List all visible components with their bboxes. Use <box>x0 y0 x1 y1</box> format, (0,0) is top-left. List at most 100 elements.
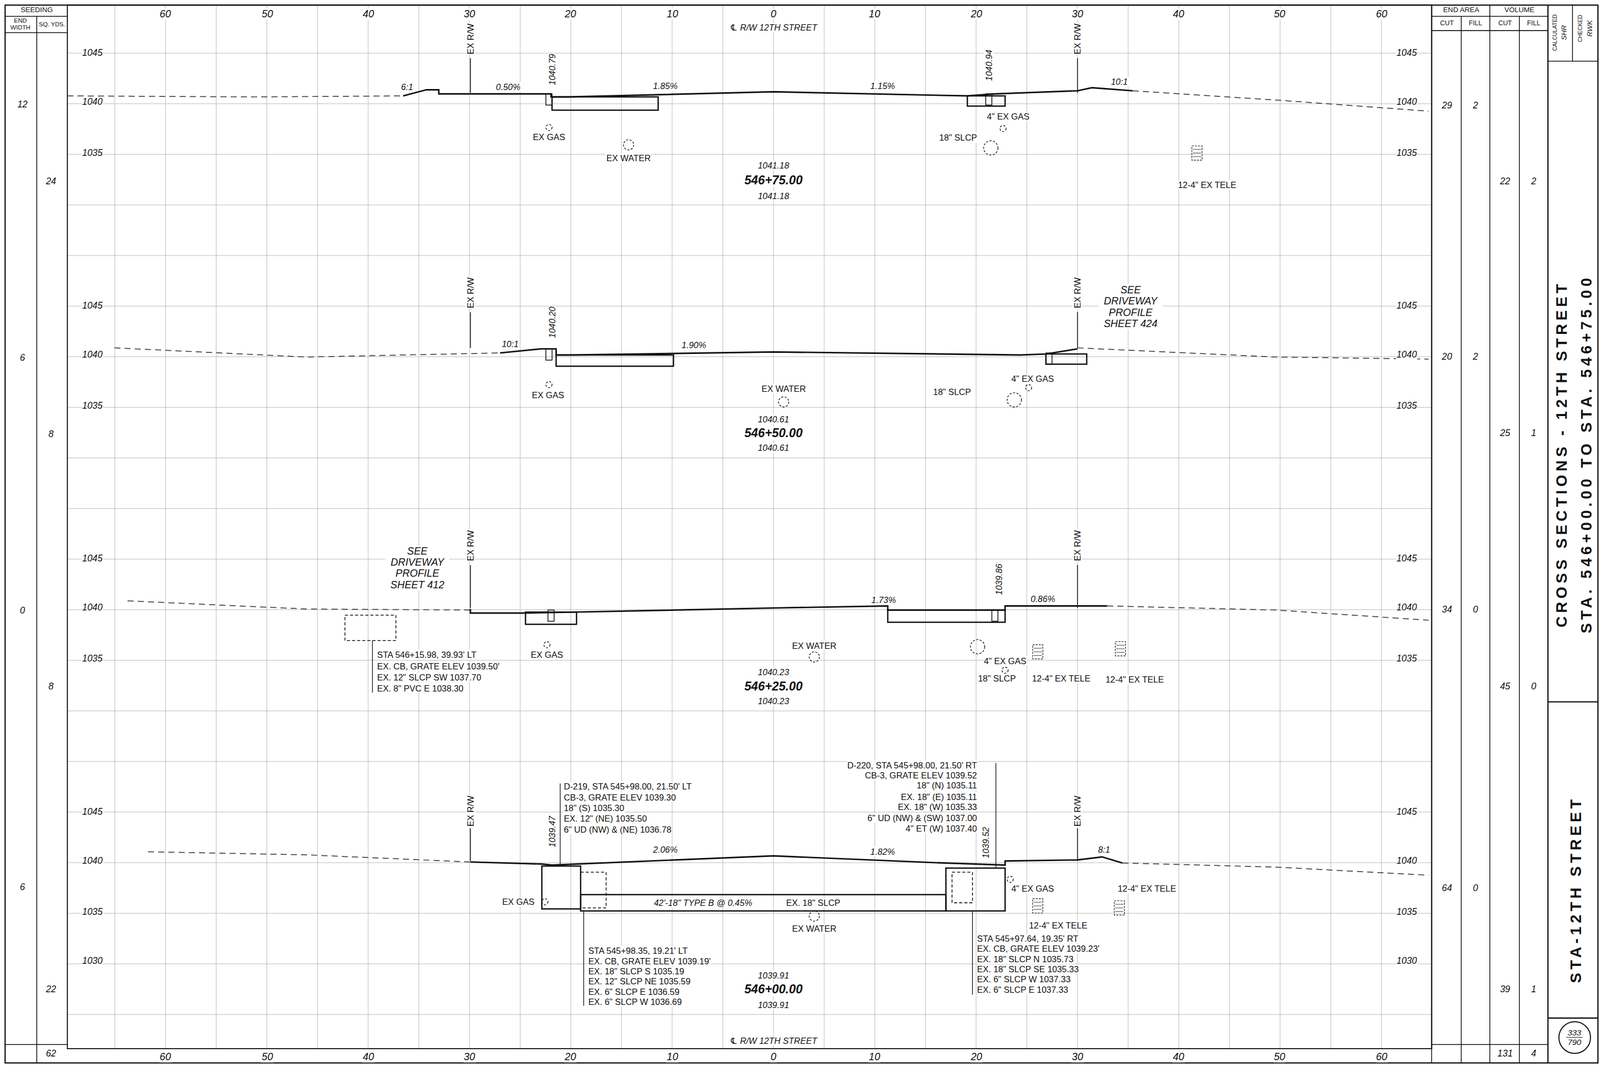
elevation-label: 1040 <box>1396 349 1418 360</box>
grade-label: 1.73% <box>870 595 897 605</box>
table-header: SEEDING <box>20 6 54 15</box>
rule-line <box>1431 1044 1548 1046</box>
utility-label: 4" EX GAS <box>1010 884 1055 894</box>
curb-structure <box>552 96 659 111</box>
note-text: EX. 6" SLCP W 1037.33 <box>976 974 1072 985</box>
tele-duct-line <box>1115 911 1124 912</box>
title-field: CHECKED <box>1577 14 1584 43</box>
grid-line <box>67 204 1432 206</box>
leader-line <box>972 911 973 996</box>
grid-line <box>67 558 1432 560</box>
tele-duct-symbol <box>1191 145 1202 161</box>
right-of-way-tick <box>1077 828 1079 862</box>
right-of-way-label: EX R/W <box>1072 795 1083 828</box>
note-text: EX. 18" (E) 1035.11 <box>900 792 978 802</box>
axis-offset: 10 <box>666 8 680 20</box>
table-value: 12 <box>16 100 28 111</box>
axis-offset: 10 <box>666 1051 680 1063</box>
grid-line <box>1229 5 1230 1049</box>
utility-label: EX GAS <box>501 897 535 907</box>
elevation-label: 1041.18 <box>757 191 790 201</box>
tele-duct-line <box>1033 651 1042 653</box>
tele-duct-line <box>1192 156 1201 157</box>
right-of-way-tick <box>1077 57 1079 93</box>
curb-structure <box>525 612 577 625</box>
table-value: 6 <box>19 352 26 363</box>
note-text: D-220, STA 545+98.00, 21.50' RT <box>846 760 978 771</box>
utility-label: 4" EX GAS <box>983 656 1027 666</box>
rule-line <box>1547 60 1598 62</box>
grid-line <box>67 356 1432 358</box>
rule-line <box>5 15 68 17</box>
elevation-label: 1039.52 <box>980 826 991 859</box>
tele-duct-line <box>1115 904 1124 906</box>
slope-label: 10:1 <box>1110 76 1129 87</box>
table-header: FILL <box>1526 20 1541 28</box>
table-value: 2 <box>1530 176 1537 187</box>
utility-label: EX WATER <box>760 384 807 394</box>
elevation-label: 1035 <box>1396 907 1418 918</box>
rule-line <box>1460 16 1462 1064</box>
underdrain-symbol <box>545 93 553 105</box>
utility-label: 12-4" EX TELE <box>1031 673 1092 684</box>
grid-line <box>67 407 1432 408</box>
utility-label: 4" EX GAS <box>1010 374 1055 384</box>
grid-line <box>67 154 1432 155</box>
grid-line <box>67 761 1432 762</box>
table-value: 34 <box>1441 605 1453 616</box>
existing-ground <box>1132 90 1429 112</box>
axis-offset: 40 <box>361 1051 375 1063</box>
right-of-way-tick <box>469 312 471 349</box>
existing-ground <box>127 601 471 611</box>
elevation-label: 1040 <box>1396 603 1418 614</box>
note-text: EX. 6" SLCP E 1037.33 <box>976 985 1069 995</box>
sheet-frame <box>5 5 1598 1064</box>
elevation-label: 1040 <box>81 349 104 360</box>
elevation-label: 1045 <box>1396 807 1418 818</box>
note-text: EX. CB, GRATE ELEV 1039.23' <box>976 944 1101 954</box>
existing-ground <box>1077 347 1429 359</box>
grid-line <box>570 5 572 1049</box>
proposed-surface <box>470 856 1123 866</box>
axis-offset: 40 <box>361 8 375 20</box>
grid-line <box>67 103 1432 104</box>
sheet-number: 790 <box>1566 1037 1584 1047</box>
elevation-label: 1035 <box>1396 654 1418 665</box>
axis-offset: 40 <box>1172 8 1185 20</box>
table-header: END WIDTH <box>6 17 35 32</box>
tele-duct-line <box>1192 152 1201 154</box>
tele-duct-line <box>1033 655 1042 656</box>
table-value: 2 <box>1472 351 1479 362</box>
grade-label: 0.86% <box>1029 594 1056 604</box>
grid-line <box>67 609 1432 611</box>
axis-offset: 40 <box>1172 1051 1185 1063</box>
note-text: EX. 12" SLCP SW 1037.70 <box>376 672 483 683</box>
sheet-title: STA. 546+00.00 TO STA. 546+75.00 <box>1578 273 1596 634</box>
elevation-label: 1039.47 <box>547 815 557 848</box>
elevation-label: 1045 <box>81 47 104 58</box>
utility-symbol <box>543 641 551 649</box>
note-text: STA 546+15.98, 39.93' LT <box>376 650 478 660</box>
pipe-label: 42'-18" TYPE B @ 0.45% <box>653 898 753 908</box>
grade-label: 1.90% <box>681 340 708 350</box>
elevation-label: 1040.20 <box>547 306 557 339</box>
existing-ground <box>148 851 471 862</box>
table-value: 1 <box>1530 428 1537 439</box>
elevation-label: 1040 <box>81 603 104 614</box>
elevation-label: 1045 <box>1396 300 1418 311</box>
rule-line <box>1572 5 1574 62</box>
station-label: 546+75.00 <box>743 173 803 188</box>
rule-line <box>1431 5 1433 1064</box>
grid-line <box>1381 5 1382 1049</box>
grid-line <box>67 710 1432 712</box>
grid-line <box>1279 5 1281 1049</box>
rule-line <box>1518 16 1520 1064</box>
grid-line <box>67 52 1432 54</box>
table-header: CUT <box>1439 20 1455 28</box>
note-text: SEE DRIVEWAY PROFILE SHEET 424 <box>1098 284 1163 330</box>
table-value: 25 <box>1499 428 1511 439</box>
axis-offset: 0 <box>770 8 778 20</box>
elevation-label: 1045 <box>81 807 104 818</box>
tele-duct-line <box>1116 645 1125 646</box>
